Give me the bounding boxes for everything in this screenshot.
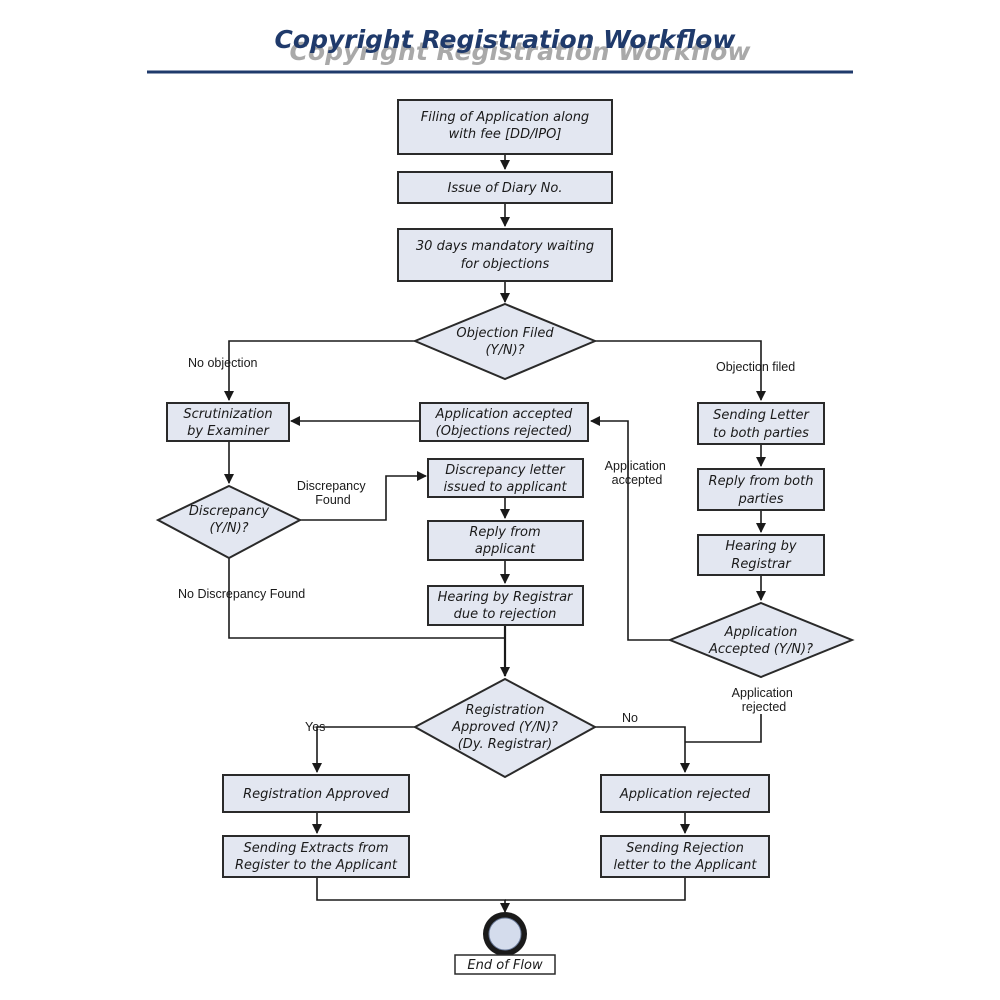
- edges: [224, 154, 766, 913]
- node-registration-approved: Registration Approved: [222, 774, 410, 813]
- edge-regq-apprejected: [595, 726, 690, 773]
- node-discrepancy-decision: Discrepancy(Y/N)?: [155, 484, 303, 560]
- edge-extracts-end: [316, 877, 510, 913]
- edge-sendrejection-end: [505, 877, 686, 901]
- label-yes: Yes: [305, 720, 325, 734]
- edge-objection-sendletter: [595, 340, 766, 401]
- label-no: No: [622, 711, 638, 725]
- label-application-rejected: Application rejected: [732, 686, 797, 714]
- svg-text:Discrepancy(Y/N)?: Discrepancy(Y/N)?: [189, 504, 269, 536]
- node-diary: Issue of Diary No.: [397, 171, 613, 204]
- edge-nodiscrepancy-merge: [228, 558, 505, 639]
- edge-appacceptedq-appaccepted: [590, 416, 670, 641]
- svg-text:Application accepted(Objection: Application accepted(Objections rejected…: [435, 407, 573, 439]
- edge-labels: No objection Objection filed Discrepancy…: [178, 356, 797, 734]
- svg-text:Application rejected: Application rejected: [619, 787, 751, 802]
- node-end: End of Flow: [454, 912, 556, 975]
- node-application-rejected: Application rejected: [600, 774, 770, 813]
- label-objection-filed: Objection filed: [716, 360, 795, 374]
- page-title-reflection: Copyright Registration Workflow: [290, 37, 752, 66]
- node-app-accepted: Application accepted(Objections rejected…: [419, 402, 589, 442]
- label-application-accepted: Application accepted: [605, 459, 670, 487]
- svg-text:End of Flow: End of Flow: [467, 958, 543, 973]
- edge-discrepancy-discletter: [300, 471, 427, 521]
- svg-text:Objection Filed(Y/N)?: Objection Filed(Y/N)?: [456, 326, 554, 358]
- edge-appacceptedq-apprejected: [685, 714, 762, 743]
- svg-text:Registration Approved: Registration Approved: [243, 787, 389, 802]
- label-no-objection: No objection: [188, 356, 258, 370]
- svg-text:Issue of Diary No.: Issue of Diary No.: [448, 181, 563, 196]
- page-title: Copyright Registration Workflow: [275, 25, 737, 54]
- edge-regq-regapproved: [312, 726, 415, 773]
- edge-objection-scrutiny: [224, 340, 415, 401]
- label-no-discrepancy-found: No Discrepancy Found: [178, 587, 305, 601]
- node-objection-decision: Objection Filed(Y/N)?: [412, 302, 598, 381]
- label-discrepancy-found: Discrepancy Found: [297, 479, 369, 507]
